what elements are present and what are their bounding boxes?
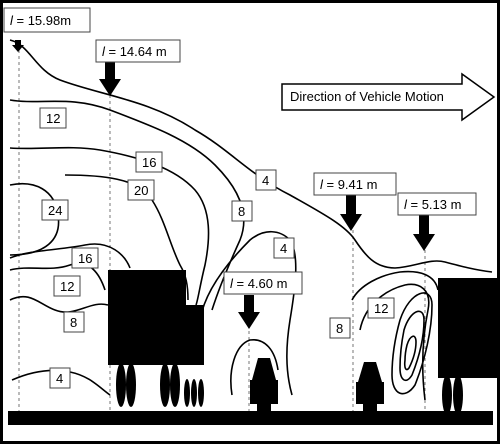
- down-arrow-icon: [238, 295, 260, 329]
- contour-label: 16: [135, 151, 163, 173]
- direction-label: Direction of Vehicle Motion: [290, 89, 444, 104]
- vehicle-small-middle: [250, 358, 278, 414]
- vehicle-small-right: [356, 362, 384, 414]
- svg-text:l = 5.13 m: l = 5.13 m: [404, 197, 461, 212]
- distance-symbol: l: [404, 197, 408, 212]
- contour-lines: [9, 39, 493, 401]
- contour-label: 8: [329, 317, 351, 339]
- contour-label: 16: [71, 247, 99, 269]
- svg-text:8: 8: [336, 321, 343, 336]
- contour-label: 8: [63, 311, 85, 333]
- vehicle-large-right: [438, 278, 498, 415]
- contour-label: 12: [39, 107, 67, 129]
- distance-value: = 14.64 m: [105, 44, 167, 59]
- svg-text:12: 12: [60, 279, 74, 294]
- svg-text:8: 8: [238, 204, 245, 219]
- contour-label: 24: [41, 199, 69, 221]
- distance-value: = 9.41 m: [323, 177, 378, 192]
- direction-arrow-icon: [281, 72, 496, 122]
- svg-text:4: 4: [280, 241, 287, 256]
- distance-symbol: l: [320, 177, 324, 192]
- svg-text:l = 15.98m: l = 15.98m: [10, 13, 71, 28]
- contour-label: 4: [255, 169, 277, 191]
- down-arrow-icon: [413, 215, 435, 251]
- svg-text:20: 20: [134, 183, 148, 198]
- svg-text:16: 16: [78, 251, 92, 266]
- distance-value: = 4.60 m: [233, 276, 288, 291]
- down-arrow-icon: [12, 40, 24, 52]
- distance-label-4: l = 5.13 m: [397, 192, 477, 216]
- svg-text:l = 14.64 m: l = 14.64 m: [102, 44, 167, 59]
- vehicle-large-left: [108, 270, 204, 407]
- svg-text:24: 24: [48, 203, 62, 218]
- contour-label: 4: [49, 367, 71, 389]
- ground-plane: [8, 411, 493, 425]
- svg-text:l = 9.41 m: l = 9.41 m: [320, 177, 377, 192]
- contour-label: 8: [231, 200, 253, 222]
- contour-label: 12: [367, 297, 395, 319]
- contour-label: 12: [53, 275, 81, 297]
- distance-symbol: l: [102, 44, 106, 59]
- distance-symbol: l: [230, 276, 234, 291]
- svg-text:4: 4: [262, 173, 269, 188]
- distance-value: = 5.13 m: [407, 197, 462, 212]
- distance-label-5: l = 4.60 m: [223, 271, 303, 295]
- distance-label-3: l = 9.41 m: [313, 172, 397, 196]
- down-arrow-icon: [99, 62, 121, 96]
- svg-text:12: 12: [374, 301, 388, 316]
- svg-text:8: 8: [70, 315, 77, 330]
- distance-label-1: l = 15.98m: [3, 7, 91, 33]
- svg-text:12: 12: [46, 111, 60, 126]
- distance-symbol: l: [10, 13, 14, 28]
- distance-label-2: l = 14.64 m: [95, 39, 181, 63]
- contour-label: 20: [127, 179, 155, 201]
- svg-text:l = 4.60 m: l = 4.60 m: [230, 276, 287, 291]
- svg-text:4: 4: [56, 371, 63, 386]
- contour-label: 4: [273, 237, 295, 259]
- down-arrow-icon: [340, 195, 362, 231]
- distance-value: = 15.98m: [13, 13, 71, 28]
- svg-text:16: 16: [142, 155, 156, 170]
